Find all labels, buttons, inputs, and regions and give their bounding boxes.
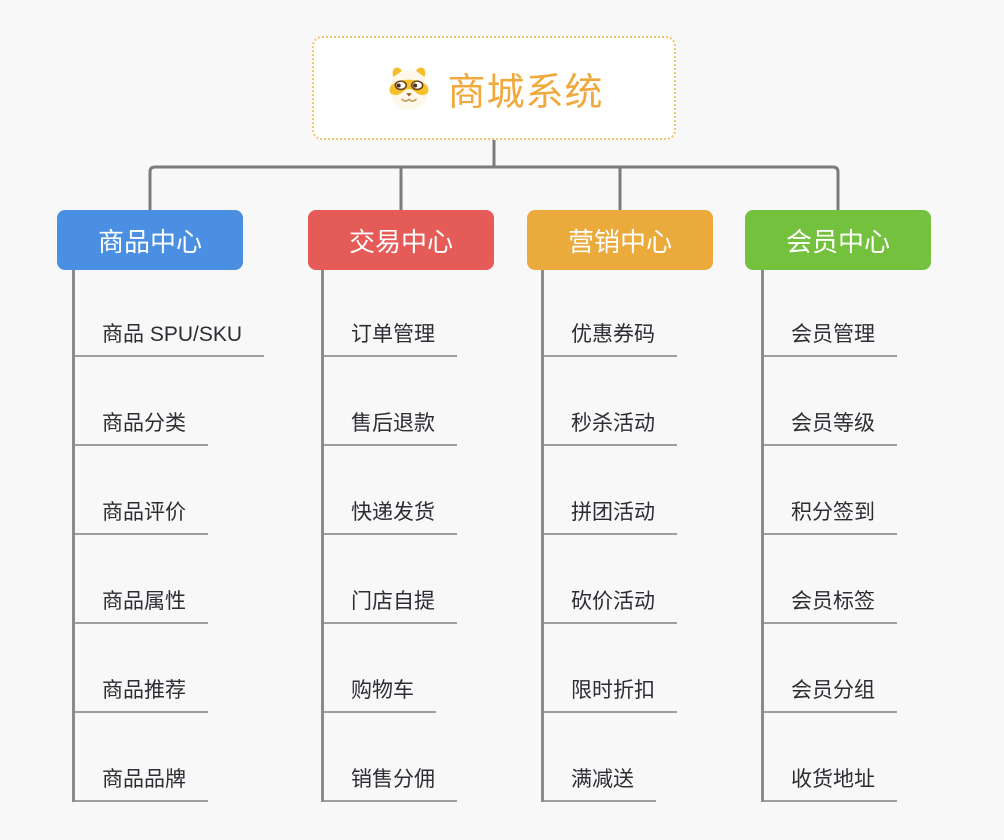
leaf-node[interactable]: 会员标签 [764, 535, 1001, 624]
branch-label: 商品中心 [97, 226, 202, 257]
leaf-node[interactable]: 购物车 [324, 624, 561, 713]
leaf-label: 积分签到 [764, 496, 897, 535]
leaf-node[interactable]: 满减送 [544, 713, 781, 802]
leaf-node[interactable]: 秒杀活动 [544, 357, 781, 446]
leaf-node[interactable]: 限时折扣 [544, 624, 781, 713]
leaf-label: 会员管理 [764, 318, 897, 357]
leaf-label: 商品分类 [75, 407, 208, 446]
branch-list-marketing-center: 优惠券码 秒杀活动 拼团活动 砍价活动 限时折扣 满减送 [541, 270, 781, 802]
leaf-node[interactable]: 积分签到 [764, 446, 1001, 535]
leaf-label: 购物车 [324, 674, 436, 713]
leaf-node[interactable]: 砍价活动 [544, 535, 781, 624]
leaf-node[interactable]: 订单管理 [324, 270, 561, 357]
leaf-label: 门店自提 [324, 585, 457, 624]
leaf-node[interactable]: 商品评价 [75, 446, 312, 535]
leaf-label: 商品推荐 [75, 674, 208, 713]
leaf-node[interactable]: 门店自提 [324, 535, 561, 624]
leaf-node[interactable]: 会员管理 [764, 270, 1001, 357]
leaf-label: 满减送 [544, 763, 656, 802]
branch-node-marketing-center[interactable]: 营销中心 [527, 210, 713, 270]
leaf-label: 销售分佣 [324, 763, 457, 802]
branch-list-product-center: 商品 SPU/SKU 商品分类 商品评价 商品属性 商品推荐 商品品牌 [72, 270, 312, 802]
leaf-label: 秒杀活动 [544, 407, 677, 446]
leaf-label: 拼团活动 [544, 496, 677, 535]
leaf-node[interactable]: 拼团活动 [544, 446, 781, 535]
leaf-label: 商品评价 [75, 496, 208, 535]
leaf-label: 会员等级 [764, 407, 897, 446]
root-node[interactable]: 商城系统 [312, 36, 676, 140]
leaf-node[interactable]: 优惠券码 [544, 270, 781, 357]
leaf-label: 售后退款 [324, 407, 457, 446]
leaf-label: 商品品牌 [75, 763, 208, 802]
leaf-label: 商品 SPU/SKU [75, 318, 265, 357]
dog-face-icon [389, 67, 430, 110]
leaf-label: 砍价活动 [544, 585, 677, 624]
leaf-label: 快递发货 [324, 496, 457, 535]
leaf-node[interactable]: 快递发货 [324, 446, 561, 535]
leaf-label: 商品属性 [75, 585, 208, 624]
leaf-label: 订单管理 [324, 318, 457, 357]
leaf-node[interactable]: 商品 SPU/SKU [75, 270, 312, 357]
branch-label: 交易中心 [348, 226, 453, 257]
leaf-label: 优惠券码 [544, 318, 677, 357]
leaf-label: 限时折扣 [544, 674, 677, 713]
leaf-label: 会员分组 [764, 674, 897, 713]
leaf-node[interactable]: 会员分组 [764, 624, 1001, 713]
branch-label: 会员中心 [785, 226, 890, 257]
branch-node-product-center[interactable]: 商品中心 [57, 210, 243, 270]
branch-node-trade-center[interactable]: 交易中心 [308, 210, 494, 270]
leaf-node[interactable]: 商品属性 [75, 535, 312, 624]
leaf-label: 会员标签 [764, 585, 897, 624]
leaf-node[interactable]: 售后退款 [324, 357, 561, 446]
branch-list-member-center: 会员管理 会员等级 积分签到 会员标签 会员分组 收货地址 [761, 270, 1001, 802]
leaf-node[interactable]: 销售分佣 [324, 713, 561, 802]
branch-node-member-center[interactable]: 会员中心 [745, 210, 931, 270]
leaf-node[interactable]: 会员等级 [764, 357, 1001, 446]
leaf-node[interactable]: 商品分类 [75, 357, 312, 446]
tree-connector-lines [148, 140, 840, 210]
branch-list-trade-center: 订单管理 售后退款 快递发货 门店自提 购物车 销售分佣 [321, 270, 561, 802]
leaf-node[interactable]: 商品品牌 [75, 713, 312, 802]
branch-label: 营销中心 [567, 226, 672, 257]
leaf-label: 收货地址 [764, 763, 897, 802]
root-title: 商城系统 [447, 71, 604, 114]
leaf-node[interactable]: 商品推荐 [75, 624, 312, 713]
leaf-node[interactable]: 收货地址 [764, 713, 1001, 802]
